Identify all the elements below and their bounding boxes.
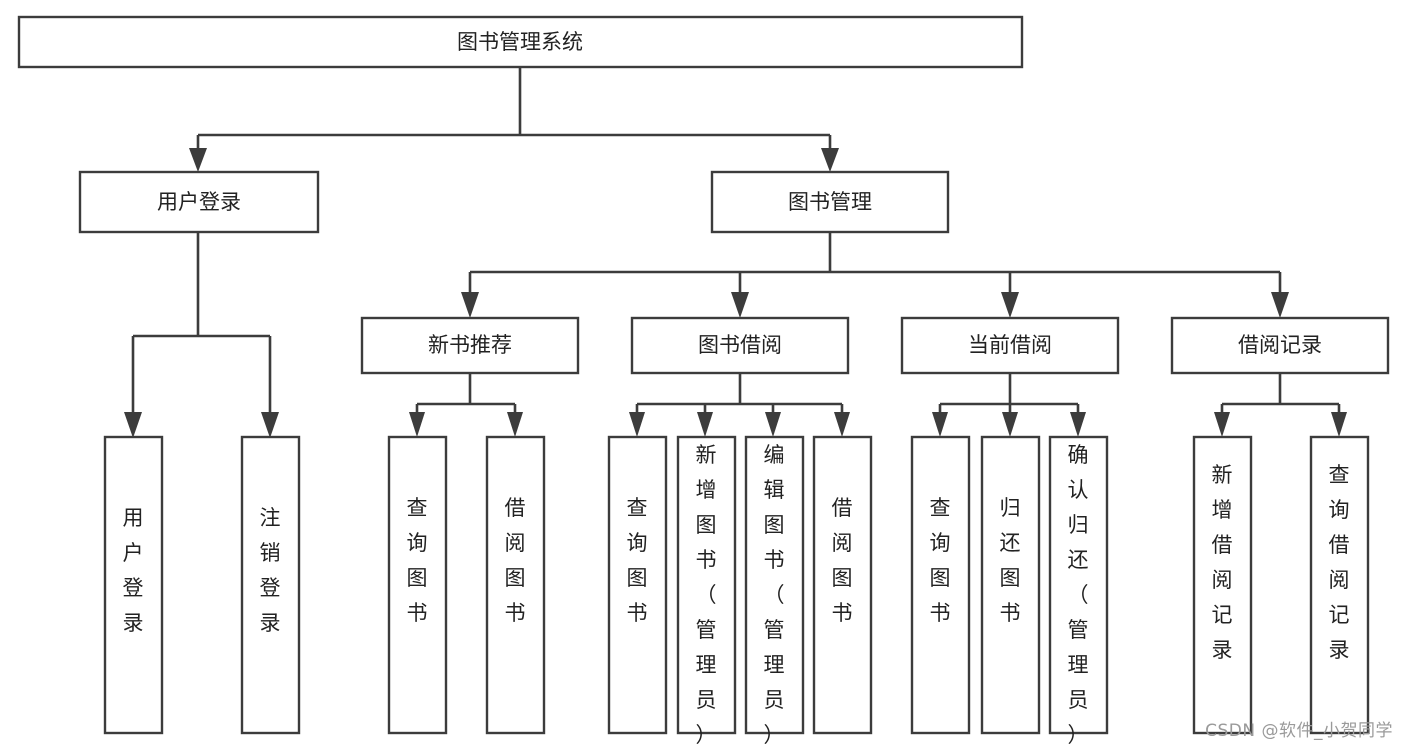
leaf-current-0[interactable]: 查询图书 — [910, 435, 971, 735]
arrow-to-record-leaf-0 — [1214, 412, 1230, 437]
arrow-to-book-mgmt — [821, 148, 839, 172]
node-current-borrow-box[interactable] — [900, 316, 1120, 375]
node-book-management-box[interactable] — [710, 170, 950, 234]
node-book-management-label: 图书管理 — [788, 190, 872, 214]
leaf-user-login-1[interactable]: 注销登录 — [240, 435, 301, 735]
arrow-to-borrow-leaf-3 — [834, 412, 850, 437]
leaf-current-1-label: 归还图书 — [1000, 496, 1021, 625]
node-book-management[interactable]: 图书管理 — [710, 170, 950, 234]
leaf-borrow-1[interactable]: 新增图书（管理员） — [676, 435, 737, 747]
node-new-book-recommend-label: 新书推荐 — [428, 333, 512, 357]
leaf-borrow-3-label: 借阅图书 — [832, 496, 853, 625]
leaf-borrow-0-box[interactable] — [607, 435, 668, 735]
leaf-new-book-1-label: 借阅图书 — [505, 496, 526, 625]
arrow-to-borrow-leaf-1 — [697, 412, 713, 437]
leaf-record-0[interactable]: 新增借阅记录 — [1192, 435, 1253, 735]
arrow-to-borrow-leaf-2 — [765, 412, 781, 437]
leaf-record-1-box[interactable] — [1309, 435, 1370, 735]
leaf-borrow-1-box[interactable] — [676, 435, 737, 735]
node-book-borrow-label: 图书借阅 — [698, 333, 782, 357]
arrow-to-current-leaf-2 — [1070, 412, 1086, 437]
leaf-user-login-0[interactable]: 用户登录 — [103, 435, 164, 735]
leaf-current-2-label: 确认归还（管理员） — [1068, 443, 1089, 747]
leaf-new-book-0[interactable]: 查询图书 — [387, 435, 448, 735]
arrow-to-borrow-record — [1271, 292, 1289, 318]
leaf-user-login-0-label: 用户登录 — [123, 506, 144, 635]
node-current-borrow-label: 当前借阅 — [968, 333, 1052, 357]
node-borrow-record[interactable]: 借阅记录 — [1170, 316, 1390, 375]
leaf-user-login-1-label: 注销登录 — [260, 506, 281, 635]
leaf-borrow-2-box[interactable] — [744, 435, 805, 735]
watermark-label: CSDN @软件_小贺同学 — [1205, 721, 1393, 741]
arrow-to-newbook-leaf-0 — [409, 412, 425, 437]
leaf-user-login-1-box[interactable] — [240, 435, 301, 735]
arrow-to-leaf-logout — [261, 412, 279, 438]
arrow-to-borrow-leaf-0 — [629, 412, 645, 437]
leaf-user-login-0-box[interactable] — [103, 435, 164, 735]
node-book-borrow[interactable]: 图书借阅 — [630, 316, 850, 375]
node-root-label: 图书管理系统 — [457, 30, 583, 54]
leaf-new-book-0-box[interactable] — [387, 435, 448, 735]
node-new-book-recommend-box[interactable] — [360, 316, 580, 375]
node-borrow-record-label: 借阅记录 — [1238, 333, 1322, 357]
leaf-borrow-3[interactable]: 借阅图书 — [812, 435, 873, 735]
node-current-borrow[interactable]: 当前借阅 — [900, 316, 1120, 375]
connectors-layer — [124, 67, 1347, 438]
arrow-to-current-leaf-0 — [932, 412, 948, 437]
arrow-to-book-borrow — [731, 292, 749, 318]
leaf-current-1-box[interactable] — [980, 435, 1041, 735]
leaf-record-1-label: 查询借阅记录 — [1329, 463, 1350, 662]
node-user-login-box[interactable] — [78, 170, 320, 234]
arrow-to-user-login — [189, 148, 207, 172]
leaf-borrow-2[interactable]: 编辑图书（管理员） — [744, 435, 805, 747]
node-new-book-recommend[interactable]: 新书推荐 — [360, 316, 580, 375]
node-root[interactable]: 图书管理系统 — [17, 15, 1024, 69]
arrow-to-newbook-leaf-1 — [507, 412, 523, 437]
leaf-borrow-0-label: 查询图书 — [627, 496, 648, 625]
node-borrow-record-box[interactable] — [1170, 316, 1390, 375]
leaf-current-1[interactable]: 归还图书 — [980, 435, 1041, 735]
node-user-login-label: 用户登录 — [157, 190, 241, 214]
node-book-borrow-box[interactable] — [630, 316, 850, 375]
leaf-current-0-box[interactable] — [910, 435, 971, 735]
leaf-record-1[interactable]: 查询借阅记录 — [1309, 435, 1370, 735]
node-user-login[interactable]: 用户登录 — [78, 170, 320, 234]
arrow-to-record-leaf-1 — [1331, 412, 1347, 437]
leaf-new-book-1-box[interactable] — [485, 435, 546, 735]
arrow-to-current-leaf-1 — [1002, 412, 1018, 437]
leaf-current-2[interactable]: 确认归还（管理员） — [1048, 435, 1109, 747]
leaf-borrow-2-label: 编辑图书（管理员） — [764, 443, 785, 747]
leaf-current-0-label: 查询图书 — [930, 496, 951, 625]
arrow-to-current-borrow — [1001, 292, 1019, 318]
leaf-borrow-3-box[interactable] — [812, 435, 873, 735]
leaf-borrow-0[interactable]: 查询图书 — [607, 435, 668, 735]
leaf-new-book-1[interactable]: 借阅图书 — [485, 435, 546, 735]
node-root-box[interactable] — [17, 15, 1024, 69]
leaf-new-book-0-label: 查询图书 — [407, 496, 428, 625]
leaf-borrow-1-label: 新增图书（管理员） — [696, 443, 717, 747]
leaf-record-0-label: 新增借阅记录 — [1212, 463, 1233, 662]
leaf-record-0-box[interactable] — [1192, 435, 1253, 735]
arrow-to-new-book-rec — [461, 292, 479, 318]
arrow-to-leaf-user-login — [124, 412, 142, 438]
leaf-current-2-box[interactable] — [1048, 435, 1109, 735]
